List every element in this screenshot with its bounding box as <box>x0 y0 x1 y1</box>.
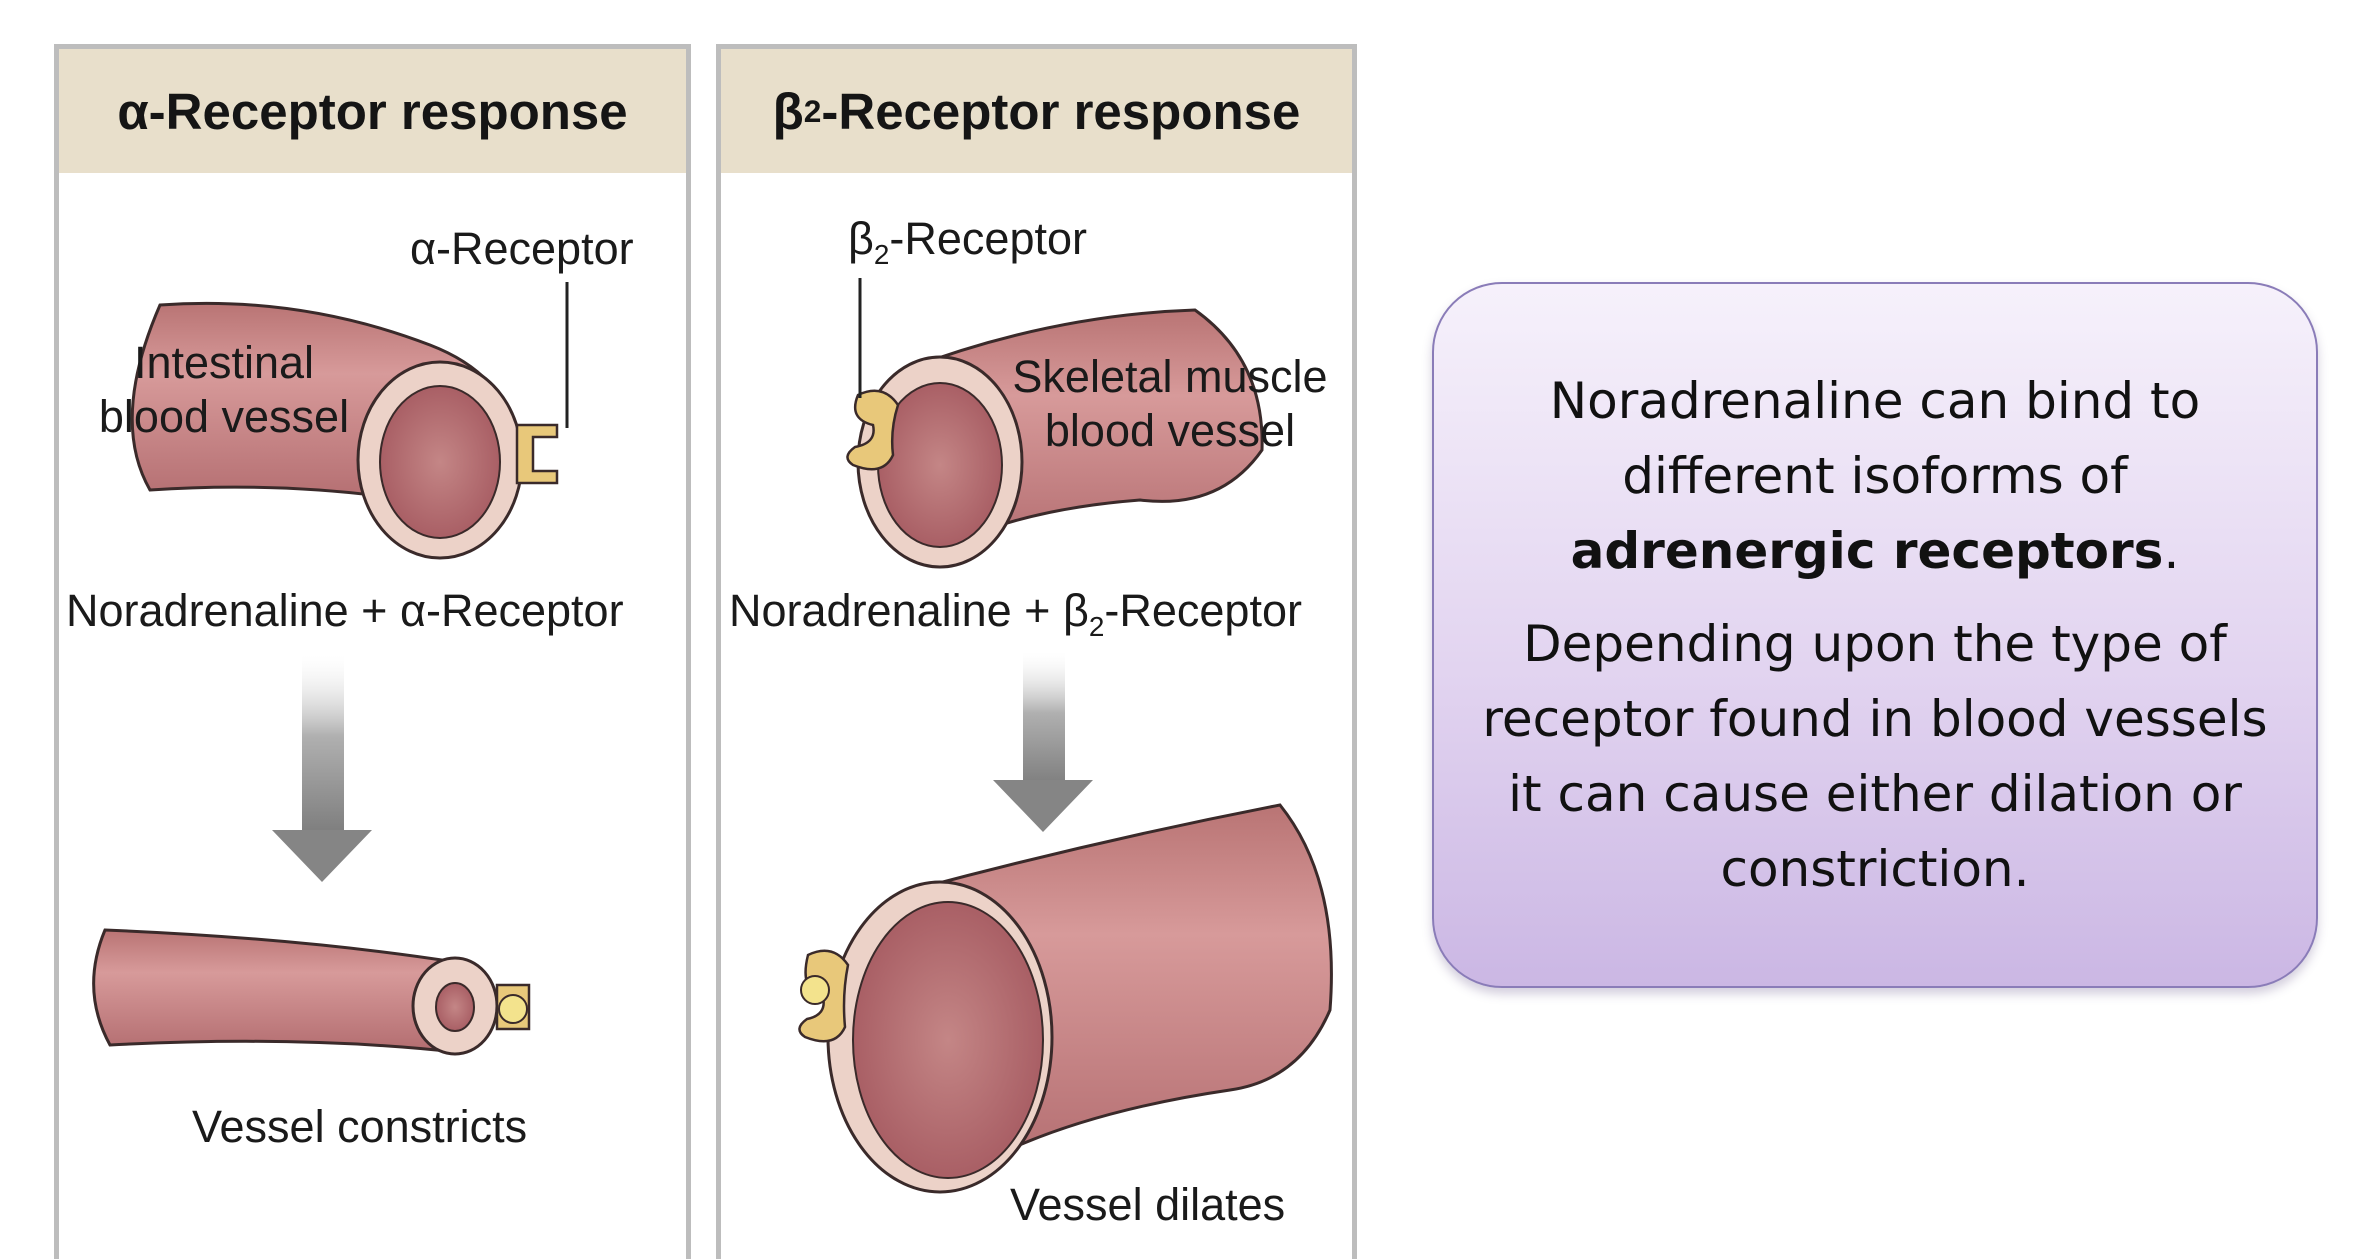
vessel-constricts-label: Vessel constricts <box>192 1101 528 1152</box>
alpha-panel-title-text: α-Receptor response <box>117 82 628 140</box>
dilated-vessel-illustration <box>798 803 1333 1194</box>
skeletal-vessel-label-line2: blood vessel <box>1044 405 1296 456</box>
constricted-vessel-illustration <box>92 928 531 1056</box>
intestinal-vessel-label-line2: blood vessel <box>98 391 350 442</box>
alpha-receptor-icon <box>515 282 569 485</box>
alpha-receptor-panel: α-Receptor response <box>54 44 691 1259</box>
skeletal-vessel-label: Skeletal muscle blood vessel <box>995 350 1345 458</box>
beta2-receptor-label-sub: 2 <box>873 239 890 270</box>
info-paragraph-2: Depending upon the type of receptor foun… <box>1482 614 2268 898</box>
beta2-receptor-label-rest: -Receptor <box>889 213 1087 264</box>
beta-binding-rest: -Receptor <box>1104 585 1302 636</box>
info-paragraph-1-end: . <box>2163 521 2180 580</box>
info-paragraph-1-text: Noradrenaline can bind to different isof… <box>1549 371 2201 505</box>
intestinal-vessel-label-line1: Intestinal <box>133 337 315 388</box>
beta2-receptor-label: β2-Receptor <box>848 212 1087 271</box>
beta-down-arrow <box>993 652 1093 832</box>
skeletal-muscle-vessel-illustration <box>856 308 1264 569</box>
intestinal-vessel-illustration <box>130 301 524 560</box>
info-callout-box: Noradrenaline can bind to different isof… <box>1432 282 2318 988</box>
beta-binding-prefix: Noradrenaline + β <box>729 585 1089 636</box>
alpha-panel-title: α-Receptor response <box>59 49 686 173</box>
adrenergic-receptors-emphasis: adrenergic receptors <box>1570 521 2164 580</box>
beta-binding-sub: 2 <box>1088 611 1105 642</box>
skeletal-vessel-label-line1: Skeletal muscle <box>1012 351 1328 402</box>
beta2-receptor-icon <box>846 278 900 471</box>
vessel-dilates-label: Vessel dilates <box>1010 1179 1286 1230</box>
intestinal-vessel-label: Intestinal blood vessel <box>88 336 360 444</box>
beta-panel-title-sub: 2 <box>803 92 822 129</box>
beta-panel-title-greek: β <box>772 82 804 140</box>
beta-binding-label: Noradrenaline + β2-Receptor <box>729 584 1302 643</box>
beta-panel-title-rest: -Receptor response <box>821 82 1301 140</box>
beta2-receptor-label-greek: β <box>848 213 874 264</box>
info-paragraph-1: Noradrenaline can bind to different isof… <box>1464 364 2286 589</box>
alpha-down-arrow <box>272 655 372 882</box>
alpha-receptor-label: α-Receptor <box>410 223 634 274</box>
alpha-binding-label: Noradrenaline + α-Receptor <box>66 585 624 636</box>
